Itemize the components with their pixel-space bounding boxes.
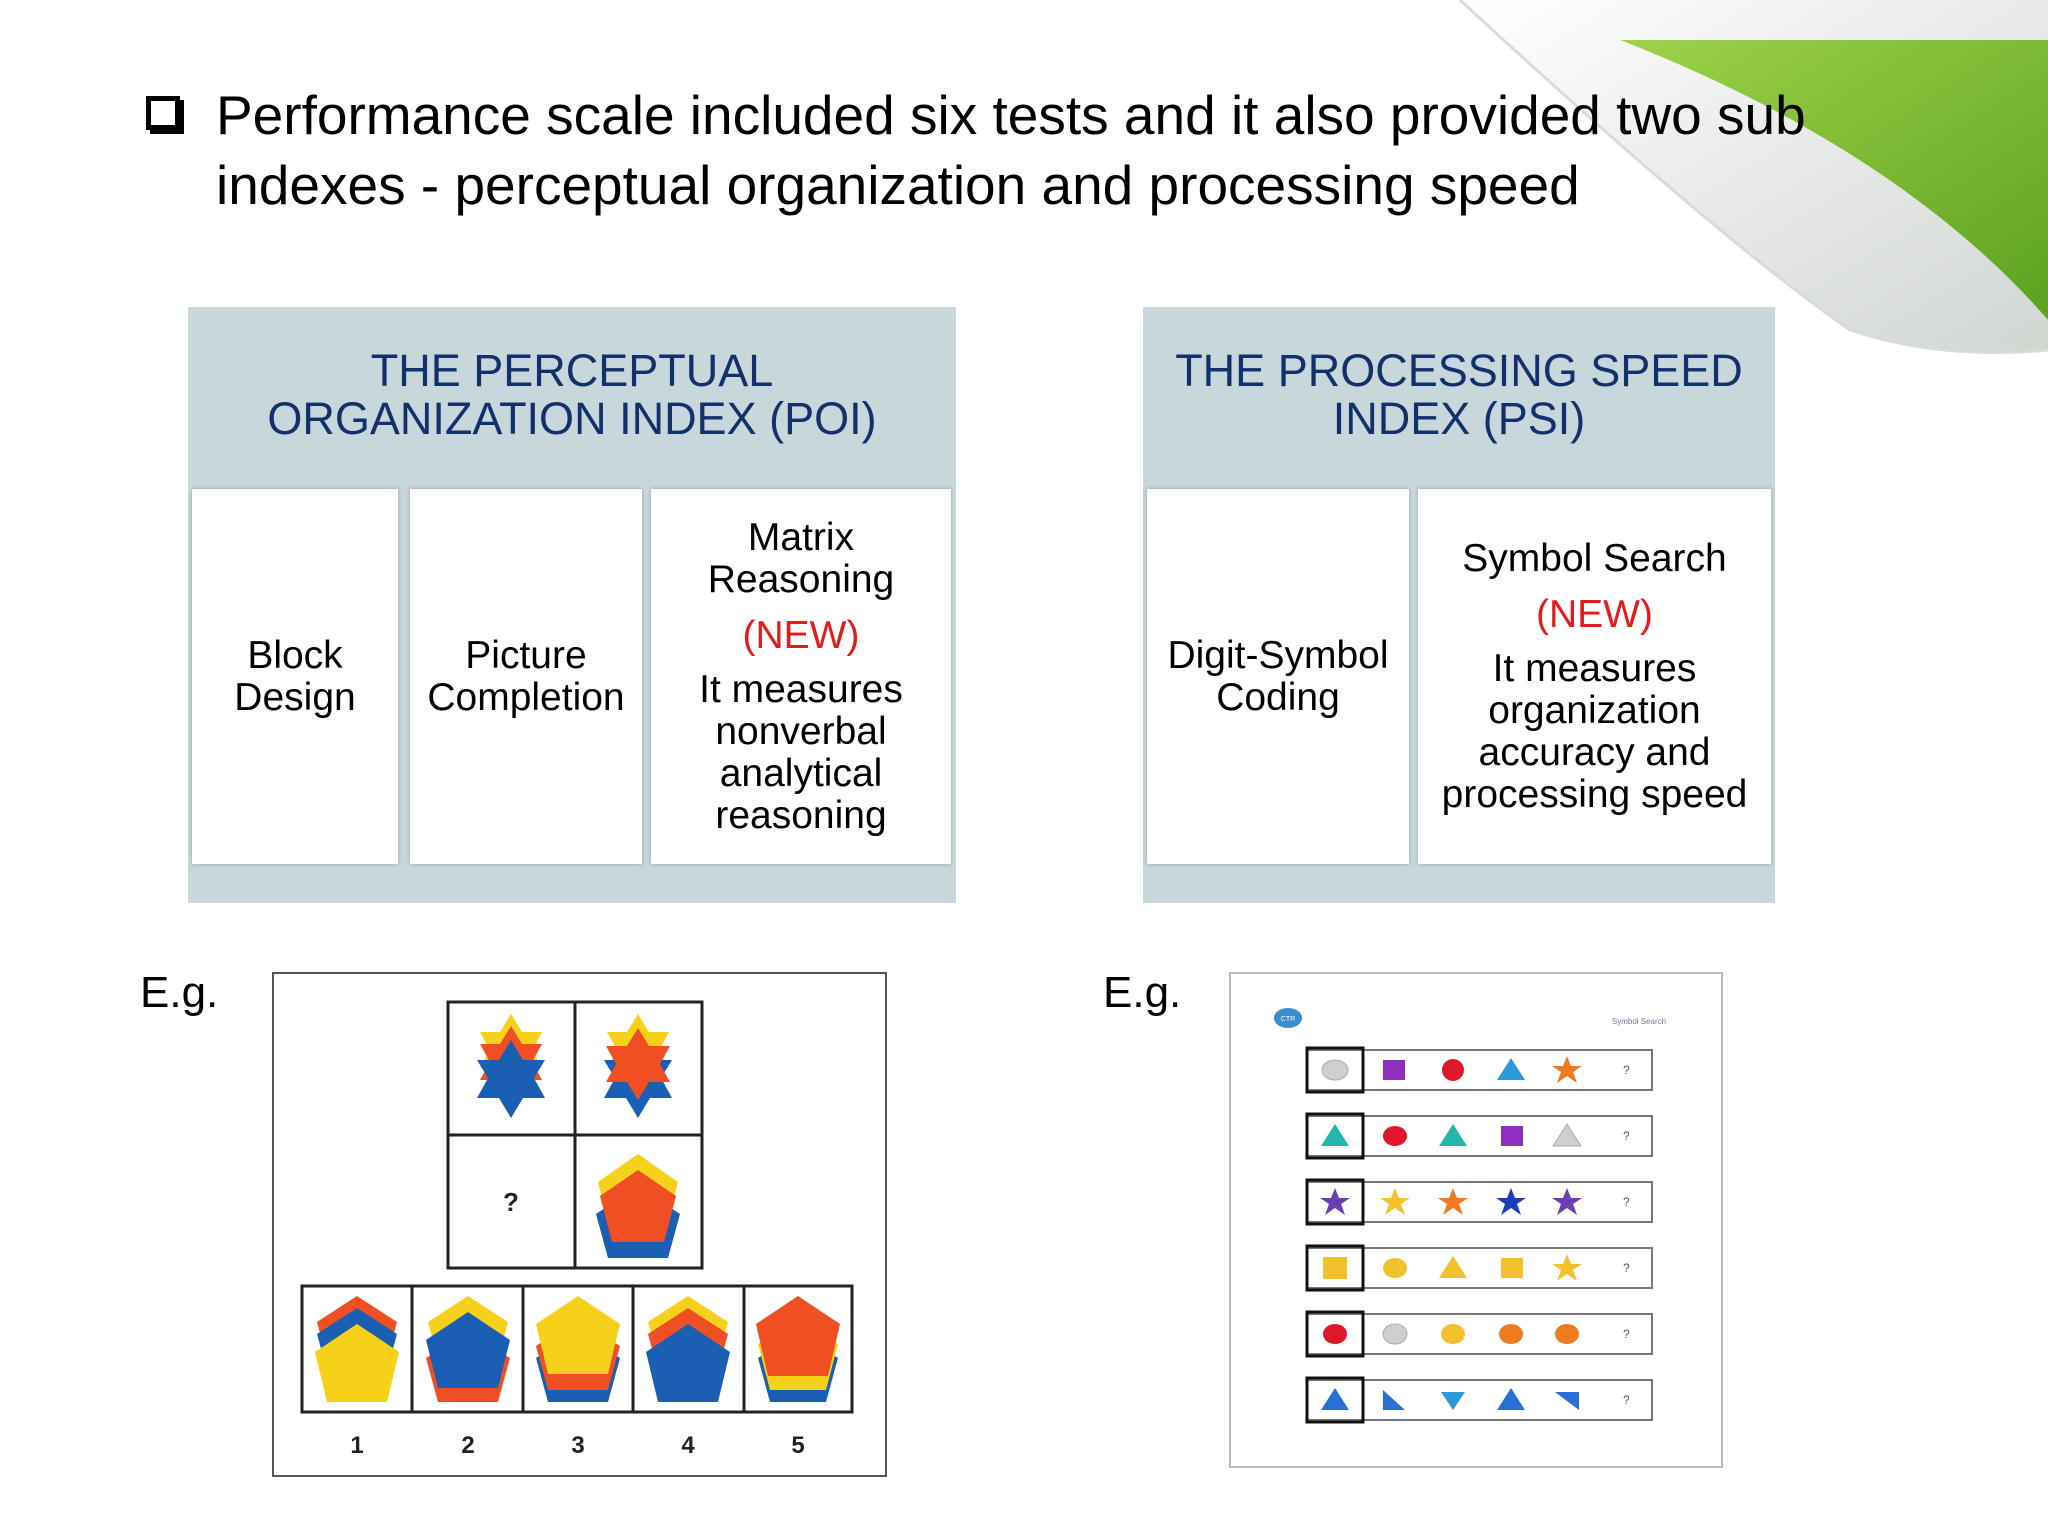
psi-title-line-1: THE PROCESSING SPEED xyxy=(1175,345,1743,396)
symbol-search-line-1: Symbol Search xyxy=(1462,536,1727,580)
svg-text:?: ? xyxy=(1623,1261,1630,1275)
matrix-reasoning-desc-2: nonverbal xyxy=(715,709,887,753)
symbol-row-4: ? xyxy=(1323,1254,1630,1281)
option-4-shapes xyxy=(646,1296,730,1402)
matrix-cell-stars-blue-front xyxy=(477,1014,545,1118)
matrix-cell-pentagons xyxy=(596,1154,680,1258)
symbol-search-desc-3: accuracy and xyxy=(1478,730,1711,774)
svg-text:?: ? xyxy=(1623,1393,1630,1407)
matrix-reasoning-desc-4: reasoning xyxy=(715,793,887,837)
symbol-search-header: Symbol Search xyxy=(1612,1017,1666,1026)
symbol-search-figure: CTR Symbol Search ? xyxy=(1274,1008,1666,1424)
option-5-shapes xyxy=(756,1296,840,1402)
poi-panel: THE PERCEPTUAL ORGANIZATION INDEX (POI) … xyxy=(188,307,956,903)
option-number-5: 5 xyxy=(791,1432,804,1459)
symbol-search-new-tag: (NEW) xyxy=(1536,592,1653,636)
symbol-search-badge xyxy=(1274,1008,1302,1028)
poi-title-line-1: THE PERCEPTUAL xyxy=(370,345,774,396)
symbol-row-2: ? xyxy=(1321,1123,1630,1147)
picture-completion-card: Picture Completion xyxy=(410,489,642,864)
poi-title: THE PERCEPTUAL ORGANIZATION INDEX (POI) xyxy=(188,347,956,443)
psi-title: THE PROCESSING SPEED INDEX (PSI) xyxy=(1143,347,1775,443)
matrix-reasoning-new-tag: (NEW) xyxy=(742,613,860,657)
matrix-reasoning-example: ? xyxy=(272,972,887,1477)
symbol-search-example: CTR Symbol Search ? xyxy=(1229,972,1723,1468)
matrix-reasoning-desc-3: analytical xyxy=(719,751,883,795)
digit-symbol-line-2: Coding xyxy=(1216,675,1340,719)
option-number-1: 1 xyxy=(350,1432,363,1459)
block-design-card: Block Design xyxy=(192,489,398,864)
symbol-row-3: ? xyxy=(1320,1188,1630,1215)
matrix-example-figure: ? xyxy=(300,1000,854,1459)
option-1-shapes xyxy=(315,1296,399,1402)
headline: Performance scale included six tests and… xyxy=(216,80,1916,220)
headline-line-1: Performance scale included six tests and… xyxy=(216,84,1806,146)
option-number-3: 3 xyxy=(571,1432,584,1459)
matrix-reasoning-card: Matrix Reasoning (NEW) It measures nonve… xyxy=(651,489,951,864)
option-2-shapes xyxy=(426,1296,510,1402)
poi-title-line-2: ORGANIZATION INDEX (POI) xyxy=(267,393,877,444)
option-number-4: 4 xyxy=(681,1432,695,1459)
symbol-search-desc-4: processing speed xyxy=(1441,772,1748,816)
digit-symbol-card: Digit-Symbol Coding xyxy=(1147,489,1409,864)
picture-completion-line-2: Completion xyxy=(427,675,625,719)
matrix-reasoning-line-1: Matrix xyxy=(747,515,855,559)
svg-text:?: ? xyxy=(1623,1063,1630,1077)
digit-symbol-line-1: Digit-Symbol xyxy=(1167,633,1389,677)
option-number-2: 2 xyxy=(461,1432,474,1459)
matrix-reasoning-desc-1: It measures xyxy=(699,667,903,711)
eg-label-right: E.g. xyxy=(1103,968,1182,1017)
svg-text:?: ? xyxy=(1623,1327,1630,1341)
symbol-search-badge-text: CTR xyxy=(1281,1016,1295,1023)
symbol-row-6: ? xyxy=(1321,1388,1630,1410)
option-3-shapes xyxy=(536,1296,620,1402)
psi-title-line-2: INDEX (PSI) xyxy=(1332,393,1586,444)
svg-text:?: ? xyxy=(1623,1195,1630,1209)
matrix-cell-stars-red-front xyxy=(604,1014,672,1118)
block-design-line-1: Block xyxy=(247,633,343,677)
symbol-row-1: ? xyxy=(1321,1056,1630,1083)
psi-panel: THE PROCESSING SPEED INDEX (PSI) Digit-S… xyxy=(1143,307,1775,903)
symbol-search-desc-1: It measures xyxy=(1492,646,1697,690)
bullet-checkbox-icon xyxy=(146,96,180,130)
page-curl-decoration xyxy=(1458,0,2048,354)
block-design-line-2: Design xyxy=(234,675,356,719)
matrix-question-mark: ? xyxy=(503,1187,519,1217)
symbol-row-5: ? xyxy=(1323,1323,1630,1345)
svg-text:?: ? xyxy=(1623,1129,1630,1143)
symbol-search-card: Symbol Search (NEW) It measures organiza… xyxy=(1418,489,1771,864)
picture-completion-line-1: Picture xyxy=(465,633,587,677)
eg-label-left: E.g. xyxy=(140,968,219,1017)
headline-line-2: indexes - perceptual organization and pr… xyxy=(216,154,1580,216)
symbol-search-desc-2: organization xyxy=(1488,688,1701,732)
matrix-reasoning-line-2: Reasoning xyxy=(707,557,895,601)
